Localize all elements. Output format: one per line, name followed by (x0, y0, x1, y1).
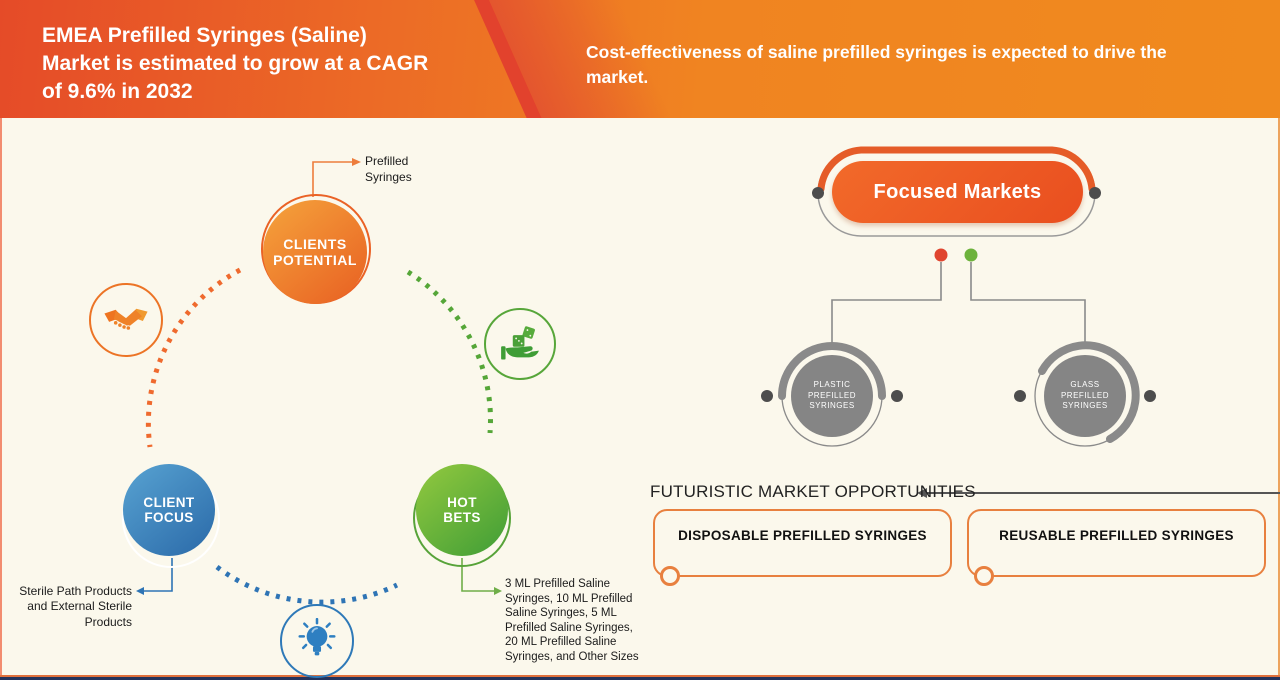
plastic-branch-dot (934, 248, 948, 262)
glass-branch-dot (964, 248, 978, 262)
opportunity-disposable-label: DISPOSABLE PREFILLED SYRINGES (678, 527, 927, 543)
header-banner: EMEA Prefilled Syringes (Saline) Market … (0, 0, 1280, 118)
hot-bets-label: HOT BETS (443, 495, 481, 525)
right-arrowhead-icon (494, 587, 502, 595)
plastic-right-dot (891, 390, 903, 402)
green-dotted-arc (406, 269, 493, 434)
cycle-node-client-focus: CLIENT FOCUS (123, 464, 215, 556)
opportunity-disposable-box: DISPOSABLE PREFILLED SYRINGES (653, 509, 952, 586)
blue-dotted-arc (215, 565, 399, 605)
segment-plastic-prefilled-syringes: PLASTIC PREFILLED SYRINGES (791, 355, 873, 437)
clients-potential-note: Prefilled Syringes (365, 154, 412, 184)
handshake-icon (89, 283, 163, 357)
hand-dice-icon (484, 308, 556, 380)
opportunity-reusable-label: REUSABLE PREFILLED SYRINGES (999, 527, 1234, 543)
plastic-segment-label: PLASTIC PREFILLED SYRINGES (807, 379, 857, 411)
segment-glass-prefilled-syringes: GLASS PREFILLED SYRINGES (1044, 355, 1126, 437)
hot-bets-note: 3 ML Prefilled Saline Syringes, 10 ML Pr… (505, 578, 639, 663)
cycle-node-hot-bets: HOT BETS (416, 464, 508, 556)
frame-bottom-border (0, 675, 1280, 677)
glass-segment-label: GLASS PREFILLED SYRINGES (1060, 379, 1110, 411)
orange-dotted-arc (145, 267, 242, 448)
focused-markets-pill: Focused Markets (832, 161, 1083, 223)
left-arrowhead-icon (136, 587, 144, 595)
bottom-navy-bar (0, 677, 1280, 680)
plastic-left-dot (761, 390, 773, 402)
corner-ring-icon (974, 566, 994, 586)
glass-branch-connector (970, 262, 1086, 344)
page-subtitle: Cost-effectiveness of saline prefilled s… (586, 42, 1167, 87)
frame-right-border (1278, 118, 1280, 676)
client-focus-label: CLIENT FOCUS (143, 495, 195, 525)
right-arrowhead-icon (352, 158, 361, 166)
opportunities-title: FUTURISTIC MARKET OPPORTUNITIES (650, 482, 976, 501)
glass-right-dot (1144, 390, 1156, 402)
lightbulb-icon (280, 604, 354, 678)
opportunity-reusable-box: REUSABLE PREFILLED SYRINGES (967, 509, 1266, 586)
glass-left-dot (1014, 390, 1026, 402)
pill-left-dot (812, 187, 824, 199)
page-title: EMEA Prefilled Syringes (Saline) Market … (42, 24, 429, 103)
client-focus-note: Sterile Path Products and External Steri… (19, 584, 132, 629)
plastic-branch-connector (831, 262, 942, 344)
clients-potential-connector (312, 161, 352, 197)
clients-potential-label: CLIENTS POTENTIAL (273, 236, 357, 268)
frame-left-border (0, 118, 2, 676)
cycle-node-clients-potential: CLIENTS POTENTIAL (263, 200, 367, 304)
focused-markets-title: Focused Markets (873, 180, 1042, 203)
corner-ring-icon (660, 566, 680, 586)
pill-right-dot (1089, 187, 1101, 199)
